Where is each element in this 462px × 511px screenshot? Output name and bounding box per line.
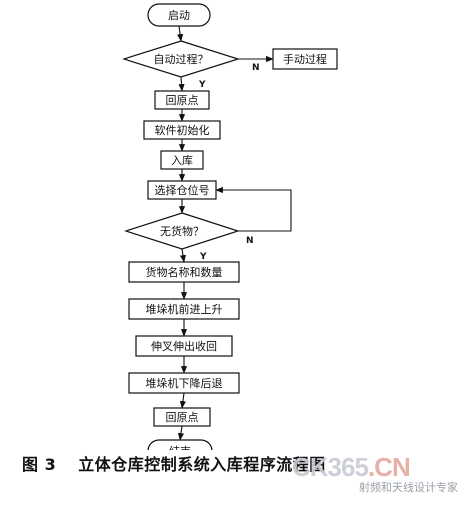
figure-number: 图 3 xyxy=(22,455,57,474)
flow-node-label: 手动过程 xyxy=(283,52,327,66)
flow-node-shape xyxy=(272,48,338,70)
flow-node-home2: 回原点 xyxy=(153,407,211,427)
watermark-logo-text: CK365 xyxy=(292,452,369,482)
flow-node-label: 结束 xyxy=(169,445,191,450)
flow-node-label: 入库 xyxy=(171,154,193,167)
flow-edge-label: Y xyxy=(199,252,207,262)
flow-node-in: 入库 xyxy=(160,150,204,170)
flow-node-shape xyxy=(128,298,240,320)
flow-edge-auto_check-home1 xyxy=(178,76,185,92)
flow-node-shape xyxy=(147,3,211,27)
flow-node-shape xyxy=(128,372,240,394)
flow-edge-label: N xyxy=(252,63,260,73)
flow-node-shape xyxy=(135,335,233,357)
flow-node-label: 回原点 xyxy=(166,94,199,107)
flowchart: 启动自动过程？手动过程回原点软件初始化入库选择仓位号无货物？货物名称和数量堆垛机… xyxy=(122,3,338,450)
figure-caption: 图 3 立体仓库控制系统入库程序流程图 xyxy=(22,451,326,475)
flow-node-init: 软件初始化 xyxy=(143,120,221,140)
flow-node-end: 结束 xyxy=(147,439,213,450)
flow-edge-home2-end xyxy=(177,425,185,441)
watermark-subtitle: 射频和天线设计专家 xyxy=(359,481,458,494)
flow-node-label: 货物名称和数量 xyxy=(146,265,223,279)
flow-node-fork: 伸叉伸出收回 xyxy=(135,335,233,357)
flow-node-label: 堆垛机前进上升 xyxy=(146,302,223,316)
flow-node-label: 回原点 xyxy=(166,411,199,424)
flow-node-label: 无货物？ xyxy=(160,224,204,238)
watermark-logo-domain: .CN xyxy=(367,452,411,482)
flow-node-forward_up: 堆垛机前进上升 xyxy=(128,298,240,320)
flow-node-label: 自动过程？ xyxy=(154,53,209,66)
flow-node-shape xyxy=(124,212,240,250)
flow-node-shape xyxy=(147,180,217,200)
flow-node-select: 选择仓位号 xyxy=(147,180,217,200)
flow-node-shape xyxy=(143,120,221,140)
flow-node-home1: 回原点 xyxy=(154,90,210,110)
watermark-logo: CK365.CN xyxy=(292,452,458,483)
flow-node-shape xyxy=(147,439,213,450)
flow-edge-label: Y xyxy=(198,80,206,90)
flow-node-start: 启动 xyxy=(147,3,211,27)
flow-edge-label: N xyxy=(246,236,254,246)
flow-node-label: 堆垛机下降后退 xyxy=(146,376,223,390)
flow-node-auto_check: 自动过程？ xyxy=(122,40,240,78)
flow-edge-empty_check-select xyxy=(215,186,292,232)
watermark: CK365.CN 射频和天线设计专家 xyxy=(292,452,458,508)
flow-node-shape xyxy=(160,150,204,170)
flow-node-shape xyxy=(128,261,240,283)
flow-node-down_back: 堆垛机下降后退 xyxy=(128,372,240,394)
flow-nodes: 启动自动过程？手动过程回原点软件初始化入库选择仓位号无货物？货物名称和数量堆垛机… xyxy=(122,3,338,450)
flow-node-shape xyxy=(153,407,211,427)
flow-edge-down_back-home2 xyxy=(179,392,186,409)
flow-node-label: 选择仓位号 xyxy=(155,183,210,197)
flow-node-goods: 货物名称和数量 xyxy=(128,261,240,283)
flow-node-label: 启动 xyxy=(168,9,190,22)
flow-connectors xyxy=(177,25,292,441)
flow-node-empty_check: 无货物？ xyxy=(124,212,240,250)
flow-node-manual: 手动过程 xyxy=(272,48,338,70)
flow-node-shape xyxy=(154,90,210,110)
flow-edge-empty_check-goods xyxy=(179,248,186,263)
figure-title: 立体仓库控制系统入库程序流程图 xyxy=(78,455,326,474)
flow-node-shape xyxy=(122,40,240,78)
flow-branch-labels: N Y N Y xyxy=(198,63,260,262)
flow-node-label: 软件初始化 xyxy=(155,123,210,137)
flow-node-label: 伸叉伸出收回 xyxy=(151,339,217,353)
flow-edge-start-auto_check xyxy=(177,25,184,42)
